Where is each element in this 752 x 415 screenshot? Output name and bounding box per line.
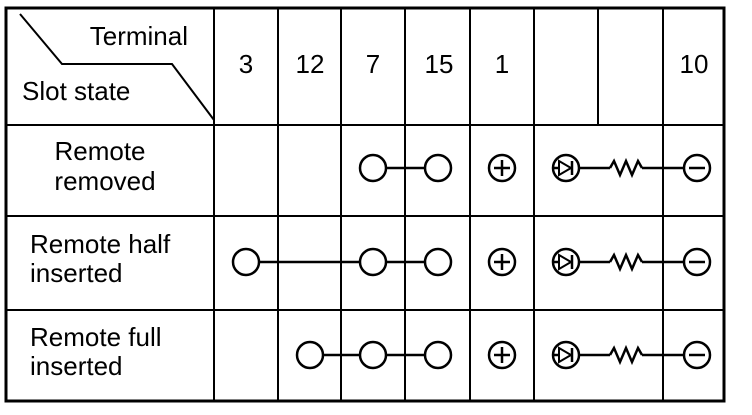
terminal-3: 3 xyxy=(239,49,253,79)
terminal-circle-15 xyxy=(423,340,453,370)
row-label-half-line2: inserted xyxy=(30,258,123,288)
resistor-symbol xyxy=(608,344,644,366)
terminal-circle-15 xyxy=(423,247,453,277)
led-resistor-chain xyxy=(487,153,712,183)
table-border xyxy=(4,6,726,403)
diode-triangle xyxy=(558,346,573,364)
terminal-7: 7 xyxy=(366,49,380,79)
terminal-circle-7 xyxy=(358,153,388,183)
resistor-symbol xyxy=(608,251,644,273)
terminal-1: 1 xyxy=(495,49,509,79)
terminal-numbers: 3 12 7 15 1 10 xyxy=(239,49,709,79)
terminal-circle-12 xyxy=(295,340,325,370)
row-dividers xyxy=(6,124,724,311)
header-diagonal xyxy=(19,13,215,121)
led-resistor-chain xyxy=(487,247,712,277)
row-removed-connections xyxy=(358,153,453,183)
row-label-half-line1: Remote half xyxy=(30,229,171,259)
terminal-header-label: Terminal xyxy=(90,21,188,51)
row-labels: Remote removed Remote half inserted Remo… xyxy=(30,136,171,381)
terminal-15: 15 xyxy=(425,49,454,79)
row-half-connections xyxy=(231,247,453,277)
diode-triangle xyxy=(558,159,573,177)
row-label-removed-line1: Remote xyxy=(54,136,145,166)
terminal-circle-7 xyxy=(358,340,388,370)
terminal-10: 10 xyxy=(680,49,709,79)
row-label-removed-line2: removed xyxy=(54,166,155,196)
diode-triangle xyxy=(558,253,573,271)
row-label-full-line1: Remote full xyxy=(30,322,162,352)
terminal-circle-15 xyxy=(423,153,453,183)
terminal-circle-7 xyxy=(358,247,388,277)
column-dividers xyxy=(213,8,664,401)
terminal-circle-3 xyxy=(231,247,261,277)
led-resistor-chain xyxy=(487,340,712,370)
row-label-full-line2: inserted xyxy=(30,351,123,381)
resistor-symbol xyxy=(608,157,644,179)
row-full-connections xyxy=(295,340,453,370)
terminal-12: 12 xyxy=(296,49,325,79)
slot-state-header-label: Slot state xyxy=(22,76,130,106)
